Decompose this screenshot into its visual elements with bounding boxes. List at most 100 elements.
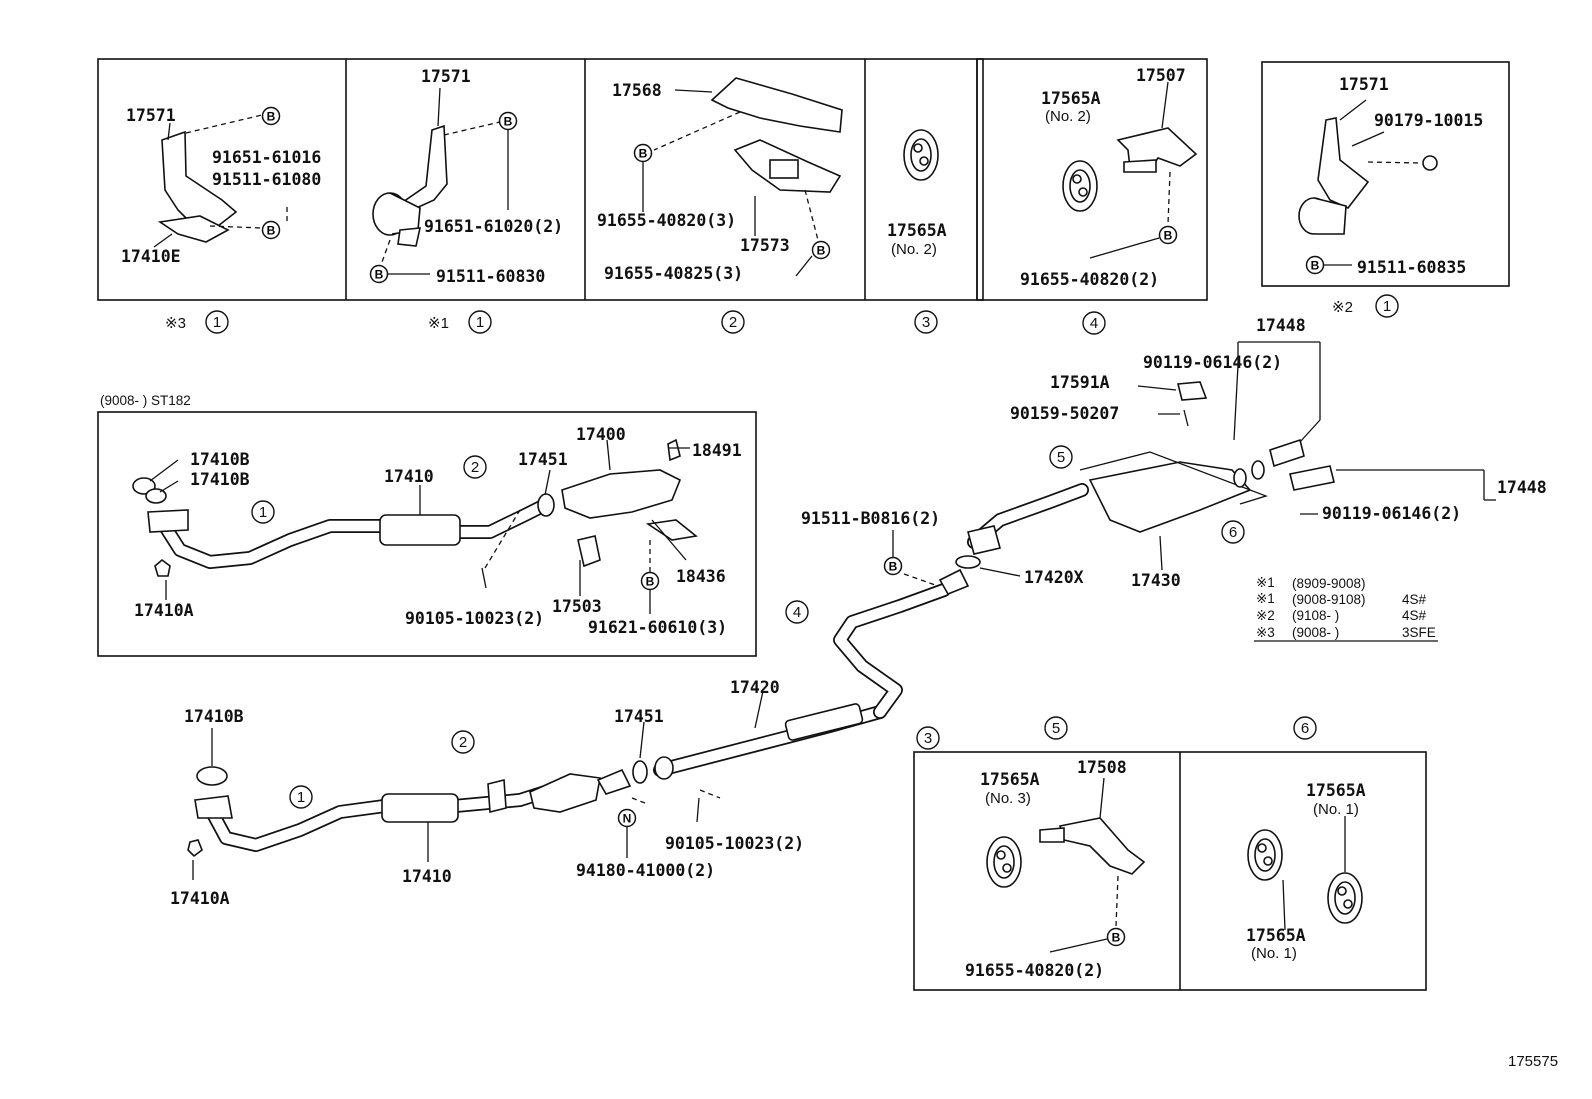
legend-mark: ※2: [1256, 608, 1275, 623]
nut-icon: [1422, 155, 1438, 171]
part-label: 91651-61016: [212, 148, 321, 167]
part-label: 90105-10023(2): [665, 834, 804, 853]
part-label: 17400: [576, 425, 626, 444]
bolt-b-icon: [1158, 225, 1178, 245]
part-label: 91511-60835: [1357, 258, 1466, 277]
callout-number: 5: [1052, 720, 1060, 737]
part-label: 17410B: [190, 470, 250, 489]
catalytic-converter: [529, 773, 601, 813]
legend-range: (9108- ): [1292, 608, 1339, 623]
legend-note: 4S#: [1402, 608, 1427, 623]
panel-caption-number: 4: [1090, 315, 1098, 332]
part-label: 17410: [402, 867, 452, 886]
part-label: 17410E: [121, 247, 181, 266]
part-label: (No. 1): [1251, 945, 1297, 962]
part-label: 91621-60610(3): [588, 618, 727, 637]
legend-mark: ※1: [1256, 591, 1275, 606]
panel-caption-mark: ※1: [428, 315, 449, 332]
part-label: 17507: [1136, 66, 1186, 85]
muffler-17410: [381, 793, 459, 823]
callout-number: 2: [459, 734, 467, 751]
bolt-b-icon: [883, 556, 903, 576]
part-label: 17410: [384, 467, 434, 486]
legend-range: (8909-9008): [1292, 576, 1366, 591]
part-label: 17565A: [980, 770, 1040, 789]
bolt-b-icon: [498, 111, 518, 131]
part-label: 17410A: [134, 601, 194, 620]
part-label: 17565A: [1306, 781, 1366, 800]
part-label: (No. 3): [985, 790, 1031, 807]
legend-note: 4S#: [1402, 592, 1427, 607]
part-label: 91511-60830: [436, 267, 545, 286]
part-label: 17430: [1131, 571, 1181, 590]
part-label: 17568: [612, 81, 662, 100]
part-label: 90119-06146(2): [1143, 353, 1282, 372]
bolt-b-icon: [633, 143, 653, 163]
top-panel-frame: [97, 58, 1510, 301]
callout-number: 3: [924, 730, 932, 747]
center-pipe-17420: [784, 703, 864, 741]
part-label: 91511-B0816(2): [801, 509, 940, 528]
callout-number: 4: [793, 604, 801, 621]
panel-6-bracket: 17571 90179-10015 91511-60835 ※2 1: [1298, 75, 1483, 318]
bolt-b-icon: [1305, 255, 1325, 275]
callout-number: 6: [1301, 720, 1309, 737]
part-label: 17571: [1339, 75, 1389, 94]
legend-range: (9008- ): [1292, 625, 1339, 640]
panel-caption-number: 3: [922, 314, 930, 331]
part-label: 17573: [740, 236, 790, 255]
part-label: 17451: [614, 707, 664, 726]
part-label: (No. 2): [891, 241, 937, 258]
panel-caption-mark: ※2: [1332, 299, 1353, 316]
part-label: 91655-40825(3): [604, 264, 743, 283]
bolt-b-icon: [261, 106, 281, 126]
part-label: 18436: [676, 567, 726, 586]
bolt-b-icon: [1106, 927, 1126, 947]
gasket: [955, 555, 981, 569]
legend-note: 3SFE: [1402, 625, 1436, 640]
mount-17591A: [1176, 381, 1208, 401]
part-label: (No. 2): [1045, 108, 1091, 125]
bolt-b-icon: [261, 220, 281, 240]
part-label: 90179-10015: [1374, 111, 1483, 130]
bolt-b-icon: [369, 264, 389, 284]
panel-4-ring-mount: 17565A (No. 2) 3: [887, 129, 947, 334]
part-label: 17571: [421, 67, 471, 86]
panel-caption-number: 2: [729, 314, 737, 331]
panel-2-bracket-4s: 17571 91651-61020(2) 91511-60830 ※1 1: [369, 67, 563, 334]
part-label: 90119-06146(2): [1322, 504, 1461, 523]
bracket-part: [161, 130, 238, 229]
nut-n-icon: N: [623, 812, 632, 826]
part-label: 17591A: [1050, 373, 1110, 392]
nut-icon: [187, 839, 203, 858]
gasket: [145, 488, 167, 504]
callout-number: 5: [1057, 449, 1065, 466]
bolt-b-icon: [811, 240, 831, 260]
legend: ※1 (8909-9008) ※1 (9008-9108) 4S# ※2 (91…: [1254, 575, 1438, 642]
part-label: 91511-61080: [212, 170, 321, 189]
part-label: 17448: [1497, 478, 1547, 497]
nut-icon: [154, 558, 171, 577]
flange: [147, 509, 189, 533]
panel-1-bracket-3sfe: 17571 91651-61016 91511-61080 17410E ※3 …: [121, 106, 321, 334]
panel-caption-number: 1: [1383, 298, 1391, 315]
part-label: 17420: [730, 678, 780, 697]
part-label: 17503: [552, 597, 602, 616]
legend-range: (9008-9108): [1292, 592, 1366, 607]
tailpipe-muffler-17430: [1088, 461, 1252, 533]
part-label: 17451: [518, 450, 568, 469]
callout-number: 1: [259, 504, 267, 521]
bolt-b-icon: [640, 571, 660, 591]
part-label: 91655-40820(2): [1020, 270, 1159, 289]
diagram-id: 175575: [1508, 1053, 1558, 1070]
gasket: [196, 766, 228, 786]
muffler-17410: [379, 514, 461, 546]
part-label: 90159-50207: [1010, 404, 1119, 423]
part-label: 17420X: [1024, 568, 1084, 587]
callout-number: 6: [1229, 524, 1237, 541]
part-label: (No. 1): [1313, 801, 1359, 818]
lower-assembly: N 17410B 17410 17410A 17451 17420 94180-…: [170, 678, 887, 908]
bottom-panels: 5 6 17565A (No. 3) 17508 91655-40820(2) …: [913, 716, 1427, 991]
